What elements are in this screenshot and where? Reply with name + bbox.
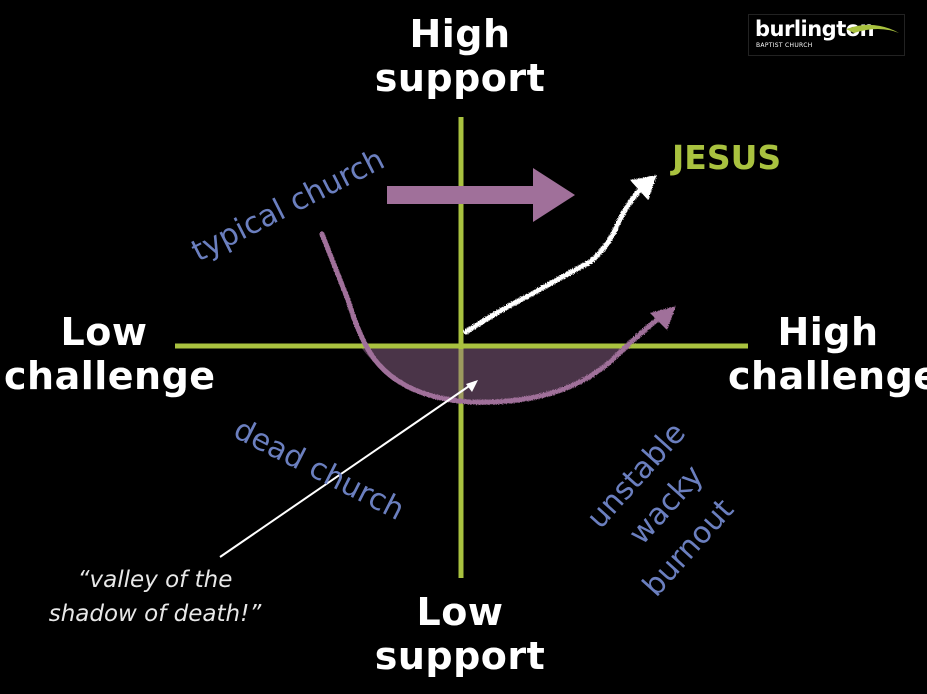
- top-axis-label: High support: [370, 12, 550, 100]
- valley-annotation-line1: “valley of the: [77, 567, 233, 593]
- logo-swoosh-icon: [846, 24, 899, 33]
- journey-curve-arrowhead-icon: [650, 306, 676, 330]
- annotation-pointer: [219, 381, 476, 558]
- valley-annotation: “valley of the shadow of death!”: [20, 563, 290, 631]
- left-axis-label: Low challenge: [4, 310, 216, 398]
- growth-arrow: [463, 181, 648, 335]
- top-axis-label-line1: High: [409, 12, 511, 56]
- target-label: JESUS: [672, 138, 782, 177]
- bottom-axis-label-line2: support: [374, 634, 546, 678]
- left-axis-label-line2: challenge: [4, 354, 216, 398]
- annotation-arrowhead-icon: [466, 380, 478, 392]
- left-axis-label-line1: Low: [60, 310, 148, 354]
- journey-curve: [319, 231, 667, 405]
- bottom-axis-label-line1: Low: [416, 590, 504, 634]
- church-logo: burlington BAPTIST CHURCH: [748, 14, 905, 56]
- bottom-axis-label: Low support: [370, 590, 550, 678]
- top-axis-label-line2: support: [374, 56, 546, 100]
- valley-shaded-region: [360, 346, 632, 403]
- block-arrow-icon: [387, 168, 575, 222]
- right-axis-label: High challenge: [728, 310, 927, 398]
- logo-subtitle: BAPTIST CHURCH: [756, 42, 813, 49]
- growth-arrowhead-icon: [630, 175, 657, 200]
- right-axis-label-line1: High: [777, 310, 879, 354]
- right-axis-label-line2: challenge: [728, 354, 927, 398]
- valley-annotation-line2: shadow of death!”: [48, 601, 262, 627]
